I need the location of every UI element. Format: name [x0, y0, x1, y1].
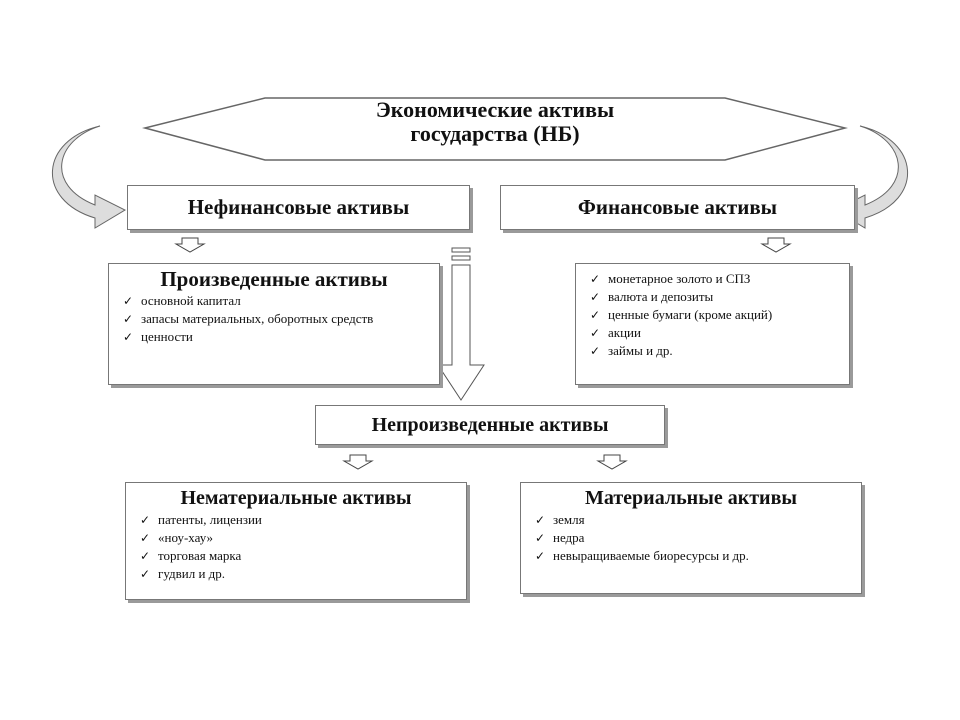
small-arrow [760, 237, 792, 253]
list-item: недра [529, 529, 853, 547]
list-item: основной капитал [117, 292, 397, 310]
list-item: земля [529, 511, 853, 529]
unproduced-assets-box: Непроизведенные активы [315, 405, 665, 445]
title-hexagon [142, 97, 848, 161]
list-item: торговая марка [134, 547, 458, 565]
tangible-assets-box: Материальные активы земля недра невыращи… [520, 482, 862, 594]
title-line2: государства (НБ) [410, 121, 580, 146]
nonfinancial-assets-box: Нефинансовые активы [127, 185, 470, 230]
produced-label: Произведенные активы [160, 267, 388, 291]
financial-assets-box: Финансовые активы [500, 185, 855, 230]
list-item: акции [584, 324, 841, 342]
list-item: займы и др. [584, 342, 841, 360]
produced-assets-box: Произведенные активы основной капитал за… [108, 263, 440, 385]
list-item: ценности [117, 328, 397, 346]
financial-label: Финансовые активы [577, 195, 778, 219]
list-item: валюта и депозиты [584, 288, 841, 306]
nonfinancial-label: Нефинансовые активы [187, 195, 410, 219]
small-arrow [174, 237, 206, 253]
title-economic-assets: Экономические активы государства (НБ) [145, 98, 845, 146]
list-item: «ноу-хау» [134, 529, 458, 547]
small-arrow [342, 454, 374, 470]
title-line1: Экономические активы [375, 97, 615, 122]
list-item: гудвил и др. [134, 565, 458, 583]
small-arrow [596, 454, 628, 470]
financial-items-box: монетарное золото и СПЗ валюта и депозит… [575, 263, 850, 385]
unproduced-label: Непроизведенные активы [371, 414, 609, 436]
list-item: патенты, лицензии [134, 511, 458, 529]
curved-arrow-left [52, 125, 127, 229]
list-item: невыращиваемые биоресурсы и др. [529, 547, 853, 565]
list-item: ценные бумаги (кроме акций) [584, 306, 841, 324]
list-item: монетарное золото и СПЗ [584, 270, 841, 288]
intangible-assets-box: Нематериальные активы патенты, лицензии … [125, 482, 467, 600]
tangible-label: Материальные активы [585, 487, 797, 509]
big-down-arrow [437, 247, 485, 401]
intangible-label: Нематериальные активы [180, 487, 412, 509]
list-item: запасы материальных, оборотных средств [117, 310, 397, 328]
